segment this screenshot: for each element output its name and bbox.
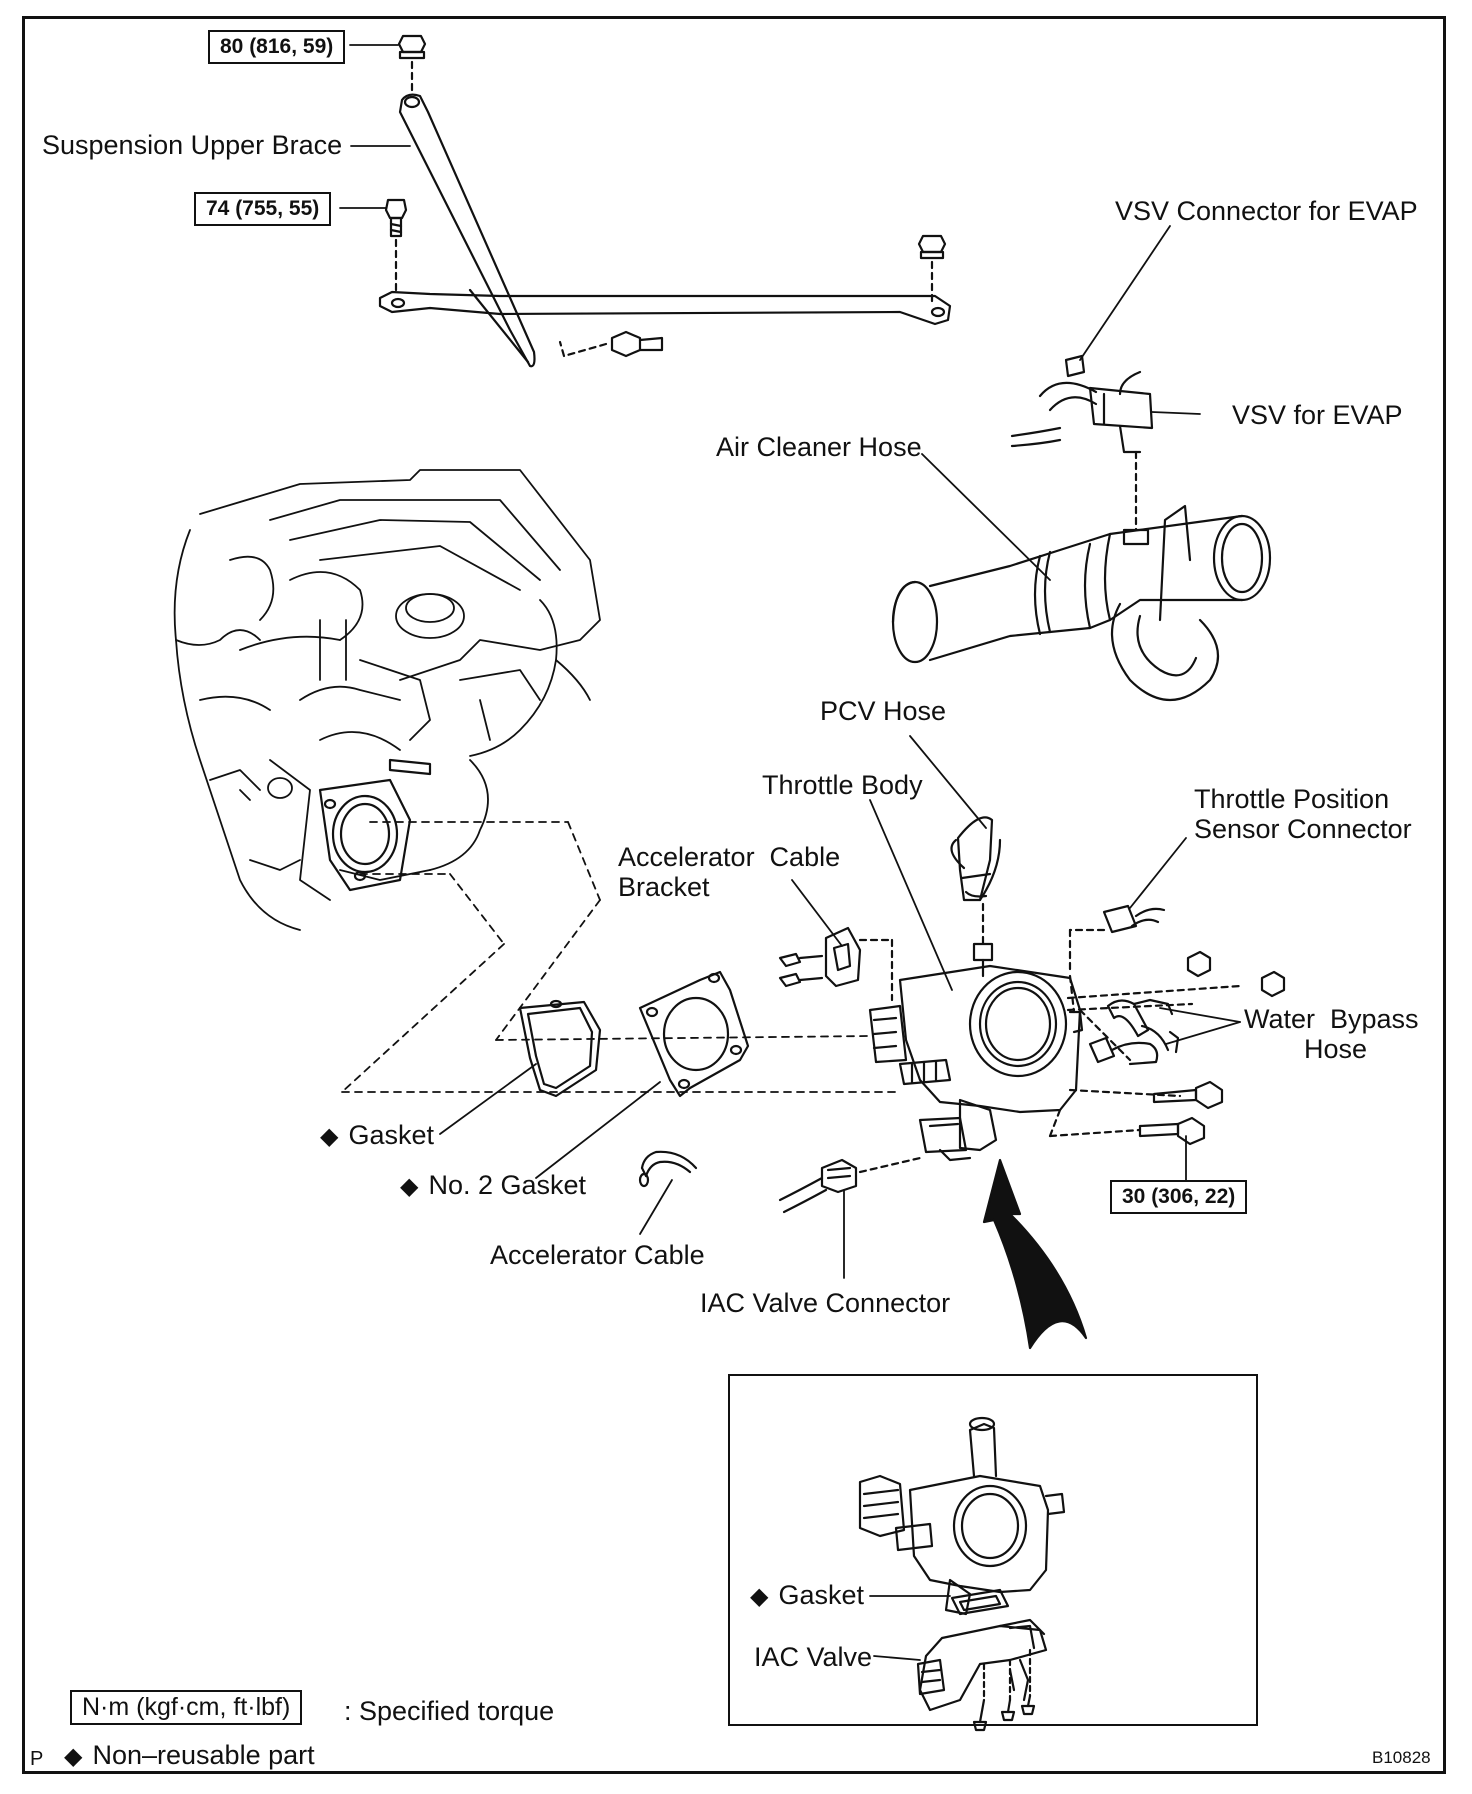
legend-nonreusable-text: Non–reusable part	[92, 1740, 315, 1770]
inset-throttle-body	[858, 1416, 1066, 1616]
nonreusable-mark: ◆	[320, 1123, 339, 1150]
inset-gasket	[950, 1588, 1010, 1616]
label-throttle-body: Throttle Body	[762, 770, 923, 800]
alignment-lines	[341, 821, 901, 1093]
accelerator-cable-bracket-part	[778, 926, 894, 1002]
label-no2-gasket: ◆ No. 2 Gasket	[400, 1170, 586, 1202]
engine-block	[173, 469, 601, 931]
legend-torque-unit-box: N·m (kgf·cm, ft·lbf)	[70, 1690, 303, 1725]
label-vsv-connector: VSV Connector for EVAP	[1115, 196, 1418, 226]
diagram-frame	[22, 16, 1446, 1774]
label-gasket: ◆ Gasket	[320, 1120, 434, 1152]
throttle-body-part	[868, 964, 1242, 1162]
label-inset-gasket-text: Gasket	[778, 1580, 865, 1610]
vsv-for-evap	[1010, 354, 1154, 532]
iac-valve-connector-part	[778, 1156, 922, 1214]
figure-code: B10828	[1372, 1748, 1431, 1767]
label-accel-cable-bracket: Accelerator Cable Bracket	[618, 842, 841, 902]
label-vsv: VSV for EVAP	[1232, 400, 1403, 430]
label-iac-valve: IAC Valve	[754, 1642, 873, 1672]
inset-leaders	[869, 1595, 951, 1661]
throttle-body-nuts	[1138, 950, 1286, 1146]
torque-spec-brace-nut: 80 (816, 59)	[208, 30, 346, 64]
label-accelerator-cable: Accelerator Cable	[490, 1240, 705, 1270]
corner-mark: P	[30, 1748, 44, 1770]
label-iac-valve-connector: IAC Valve Connector	[700, 1288, 951, 1318]
torque-spec-throttle-bolt: 30 (306, 22)	[1110, 1180, 1248, 1214]
view-arrow	[982, 1158, 1088, 1350]
gasket-part	[518, 999, 602, 1098]
nonreusable-mark: ◆	[400, 1173, 419, 1200]
engine-intake-flange	[318, 758, 432, 892]
label-water-bypass-hose: Water Bypass Hose	[1244, 1004, 1419, 1064]
tps-connector-part	[1068, 904, 1166, 972]
air-cleaner-hose	[891, 504, 1272, 701]
label-air-cleaner-hose: Air Cleaner Hose	[716, 432, 922, 462]
suspension-upper-brace	[378, 34, 952, 368]
pcv-hose-part	[950, 816, 1002, 978]
water-bypass-hose-part	[1088, 998, 1180, 1066]
accelerator-cable-part	[638, 1150, 698, 1188]
legend-torque-desc: : Specified torque	[344, 1696, 555, 1726]
label-gasket-text: Gasket	[348, 1120, 435, 1150]
label-suspension-upper-brace: Suspension Upper Brace	[42, 130, 343, 160]
torque-spec-brace-bolt: 74 (755, 55)	[194, 192, 332, 226]
leader-lines	[339, 44, 1241, 1279]
label-tps-connector: Throttle Position Sensor Connector	[1194, 784, 1412, 844]
no2-gasket-part	[638, 970, 750, 1098]
legend-nonreusable: ◆ Non–reusable part	[64, 1740, 315, 1771]
label-inset-gasket: ◆ Gasket	[750, 1580, 864, 1612]
label-no2-gasket-text: No. 2 Gasket	[428, 1170, 587, 1200]
iac-valve-detail-inset	[728, 1374, 1258, 1726]
label-pcv-hose: PCV Hose	[820, 696, 947, 726]
inset-iac-valve	[916, 1618, 1048, 1732]
nonreusable-mark: ◆	[64, 1743, 83, 1770]
nonreusable-mark: ◆	[750, 1583, 769, 1610]
